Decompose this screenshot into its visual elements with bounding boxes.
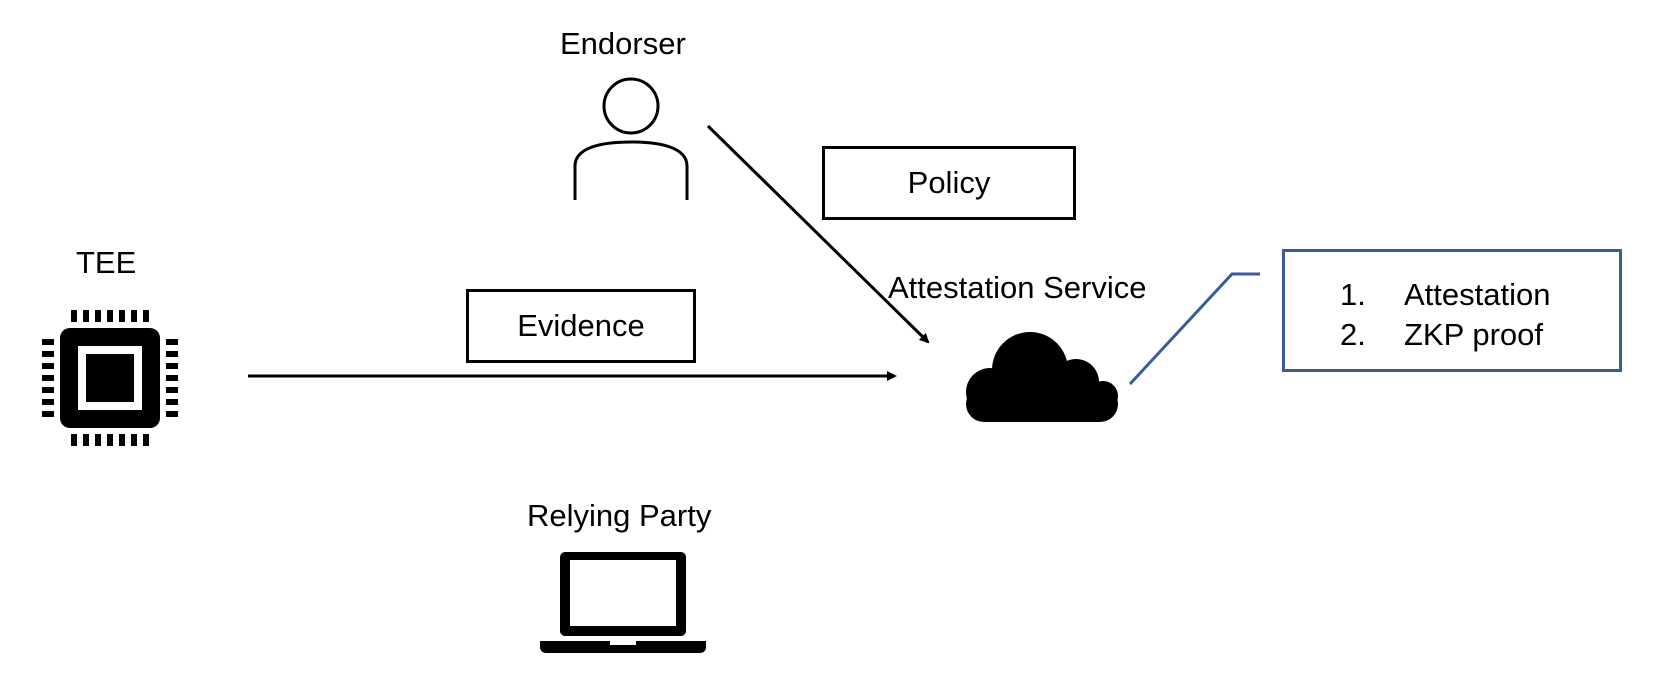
relying-party-label: Relying Party (527, 498, 712, 533)
cloud-icon (966, 332, 1118, 422)
evidence-label: Evidence (517, 308, 645, 343)
policy-arrow (706, 124, 930, 344)
output-item-text: Attestation (1404, 277, 1551, 312)
tee-label: TEE (76, 245, 137, 280)
output-list-item: 1. Attestation (1340, 275, 1550, 315)
chip-icon (42, 310, 178, 446)
output-item-number: 2. (1340, 317, 1366, 352)
policy-message-box: Policy (822, 146, 1076, 220)
laptop-icon (540, 552, 706, 653)
policy-label: Policy (907, 165, 991, 200)
attestation-output-callout: 1. Attestation 2. ZKP proof (1282, 249, 1622, 372)
output-list-item: 2. ZKP proof (1340, 315, 1550, 355)
attestation-service-label: Attestation Service (888, 270, 1147, 305)
callout-leader-line (1128, 272, 1260, 386)
person-icon (573, 77, 689, 200)
endorser-label: Endorser (560, 26, 686, 61)
output-item-number: 1. (1340, 277, 1366, 312)
output-list: 1. Attestation 2. ZKP proof (1340, 275, 1550, 355)
output-item-text: ZKP proof (1404, 317, 1544, 352)
evidence-message-box: Evidence (466, 289, 696, 363)
